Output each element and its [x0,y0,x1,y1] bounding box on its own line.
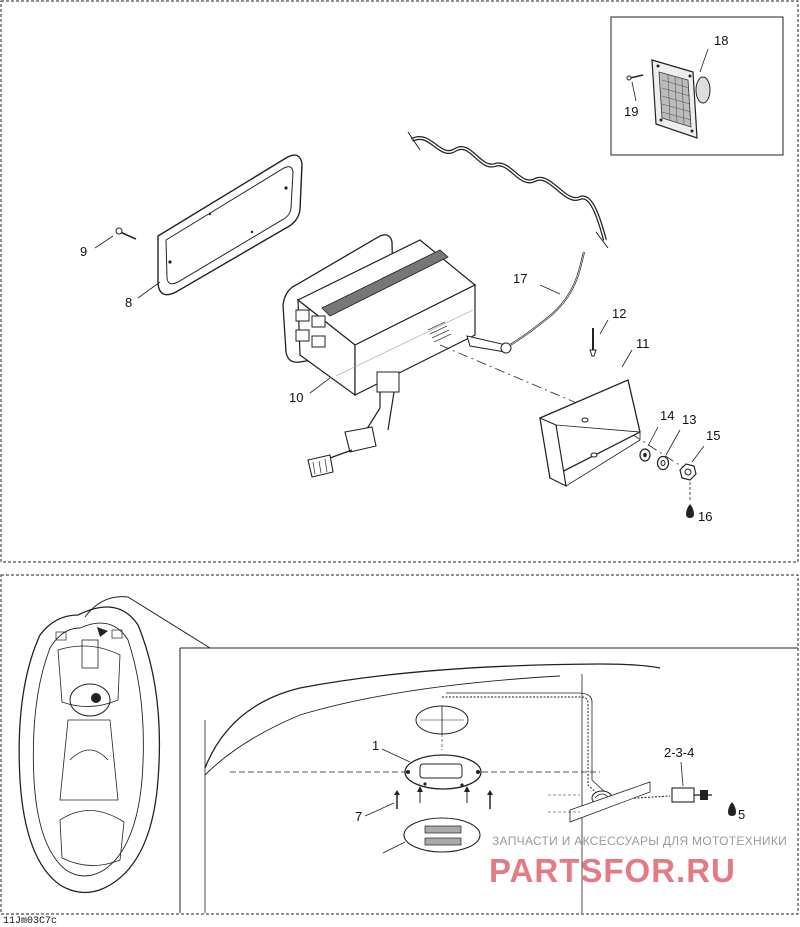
callout-1: 1 [372,738,379,753]
harness-route-outer [446,692,609,796]
callout-15: 13 [682,412,696,427]
callout-14: 16 [698,509,712,524]
centre-line-2 [597,411,691,473]
leader-15 [665,429,681,456]
watermark: ЗАПЧАСТИ И АКСЕССУАРЫ ДЛЯ МОТОТЕХНИКИ PA… [489,834,787,889]
watermark-logo: PARTSFOR.RU [489,852,736,889]
radio-harness [307,371,400,478]
leader-19 [631,81,637,102]
leader-18 [699,48,709,73]
leader-2-3-4 [680,761,684,787]
callout-6: 7 [355,809,362,824]
leader-1 [381,748,411,763]
washer-16 [639,448,651,462]
leader-10 [309,377,331,394]
callout-18: 18 [714,33,728,48]
callout-17: 17 [513,271,527,286]
harness-connector [671,787,712,803]
gauge-unit [404,754,482,790]
watermark-tagline: ЗАПЧАСТИ И АКСЕССУАРЫ ДЛЯ МОТОТЕХНИКИ [492,834,787,848]
sealant-drop-icon [728,802,736,816]
leader-16 [647,426,659,447]
callout-16: 14 [660,408,674,423]
radio-unit [282,234,477,397]
dash-inner-contour [204,675,561,776]
leader-7 [382,841,406,854]
callout-9: 9 [80,244,87,259]
top-panel-frame [0,0,799,563]
callout-2-3-4: 2-3-4 [664,745,694,760]
callout-11: 11 [636,336,650,351]
gauge-cutout-preview [415,705,469,735]
thread-locker-drop-icon [686,504,694,518]
callout-19: 19 [624,104,638,119]
leader-11 [621,349,633,368]
leader-9 [94,235,114,249]
bottom-panel: 1 7 [18,596,798,913]
callout-5: 5 [738,807,745,822]
mounting-plate [403,817,481,853]
harness-bracket [569,781,651,823]
mounting-bracket [539,379,641,487]
nut-13 [679,463,697,481]
antenna-wire [407,131,609,346]
top-panel: 18 19 9 8 [80,16,784,524]
bracket-bolt [589,328,597,357]
centre-line [439,344,599,413]
dash-contour [204,663,661,769]
install-arrows [417,786,470,803]
leader-12 [599,319,609,335]
harness-route [442,696,671,801]
bezel-screw [115,227,137,240]
inset-screw [626,74,644,81]
callout-10: 10 [289,390,303,405]
washer-15 [656,455,670,471]
leader-6 [364,802,395,817]
callout-12: 12 [612,306,626,321]
leader-13 [691,445,705,463]
callout-13: 15 [706,428,720,443]
speaker-grille [651,59,711,139]
bezel-frame [157,154,303,296]
antenna-plug [466,335,512,354]
reference-code: 11Jm03C7c [3,916,57,927]
gauge-screws [394,790,493,809]
watercraft-top-view [18,606,161,894]
callout-8: 8 [125,295,132,310]
leader-17 [539,284,561,295]
detail-pointer [84,596,211,649]
leader-8 [137,281,161,299]
bottom-panel-frame [0,574,799,915]
